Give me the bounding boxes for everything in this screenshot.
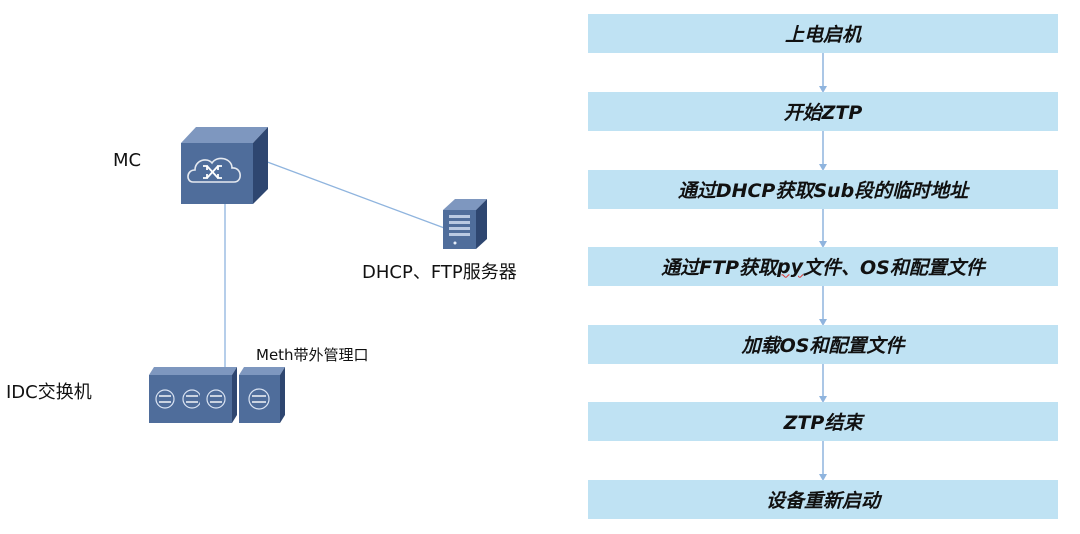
flow-arrowhead [819,396,827,403]
flow-arrowhead [819,319,827,326]
meth-port-label: Meth带外管理口 [256,346,369,364]
router-icon [181,127,268,204]
flow-step-ftp-post: 文件、OS和配置文件 [803,257,985,279]
flow-step-dhcp: 通过DHCP获取Sub段的临时地址 [588,170,1058,209]
switch-label: IDC交换机 [6,382,92,403]
flow-step-ztp-end: ZTP结束 [588,402,1058,441]
flow-arrowhead [819,86,827,93]
server-icon [443,199,487,249]
flow-arrowhead [819,474,827,481]
server-label: DHCP、FTP服务器 [362,262,517,283]
flow-step-power-on: 上电启机 [588,14,1058,53]
mc-label: MC [113,150,142,171]
flow-arrowhead [819,164,827,171]
flow-step-reboot: 设备重新启动 [588,480,1058,519]
flow-arrowhead [819,241,827,248]
flow-step-start-ztp: 开始ZTP [588,92,1058,131]
switch-icon [149,367,285,423]
mc-server-link [261,159,448,230]
flow-step-ftp-py: py [777,255,804,278]
flow-step-ftp-pre: 通过FTP获取 [661,257,778,279]
flow-step-load-config: 加载OS和配置文件 [588,325,1058,364]
